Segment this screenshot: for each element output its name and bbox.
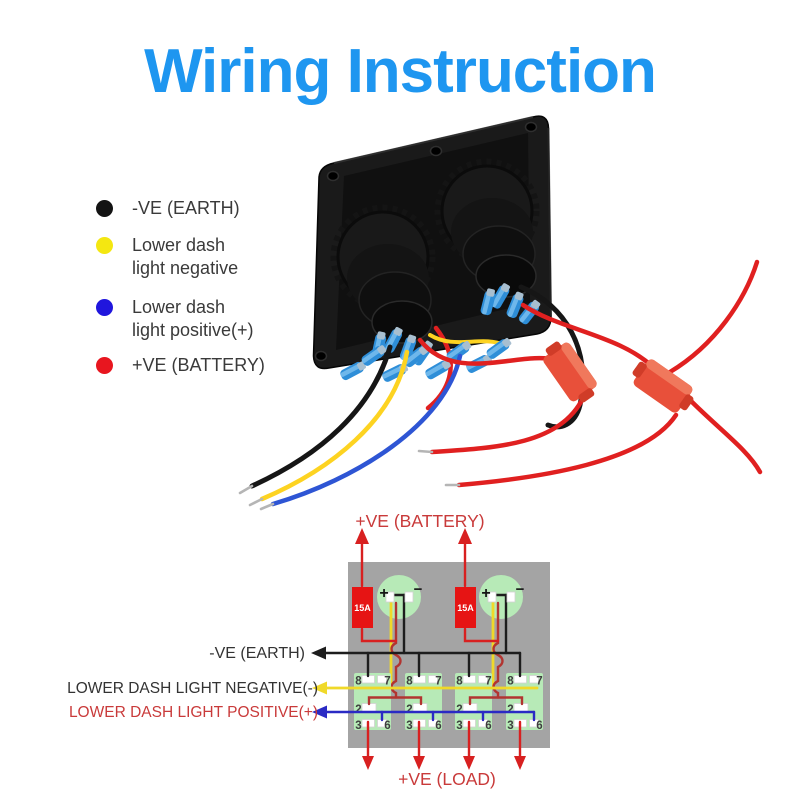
legend-label-line2: light positive(+)	[132, 320, 254, 340]
svg-text:7: 7	[384, 676, 390, 688]
legend-label: -VE (EARTH)	[132, 198, 240, 218]
legend-label: +VE (BATTERY)	[132, 355, 265, 375]
terminal2-jumpers	[367, 696, 524, 706]
svg-text:8: 8	[355, 676, 362, 688]
svg-text:3: 3	[355, 720, 361, 732]
svg-text:3: 3	[507, 720, 513, 732]
red-wire-4	[667, 259, 760, 375]
red-wire-1	[417, 337, 559, 366]
svg-text:6: 6	[435, 720, 441, 732]
red-wire-1b	[429, 395, 586, 455]
svg-text:7: 7	[485, 676, 491, 688]
fuse-1: 15A	[352, 528, 398, 643]
svg-text:2: 2	[507, 704, 513, 716]
dash-positive-bus	[312, 705, 536, 722]
yellow-wire	[259, 349, 410, 502]
socket-minus-label: −	[516, 581, 525, 598]
red-wire-2	[520, 302, 657, 371]
socket-minus-label: −	[414, 581, 423, 598]
switch-block-2: 8 7 2 3 6	[405, 673, 442, 732]
wiring-schematic: + − + − 15A	[67, 511, 550, 789]
schematic-socket-2	[479, 575, 523, 619]
dash-positive-label: LOWER DASH LIGHT POSITIVE(+)	[69, 704, 318, 721]
black-dot-icon	[96, 200, 113, 217]
svg-text:6: 6	[485, 720, 491, 732]
load-arrows	[362, 720, 526, 770]
panel-photo	[238, 115, 763, 511]
black-wire	[249, 344, 393, 489]
legend-item-earth: -VE (EARTH)	[96, 197, 240, 220]
hanging-wires	[249, 259, 763, 507]
fuse-holder-1	[537, 335, 603, 409]
earth-label: -VE (EARTH)	[209, 645, 305, 662]
switch-block-3: 8 7 2 3 6	[455, 673, 492, 732]
wire-tips	[238, 449, 461, 511]
svg-text:7: 7	[536, 676, 542, 688]
svg-text:8: 8	[507, 676, 514, 688]
socket-plus-label: +	[481, 585, 490, 602]
svg-text:6: 6	[536, 720, 542, 732]
legend-item-battery: +VE (BATTERY)	[96, 354, 265, 377]
screw-holes	[314, 121, 538, 362]
schematic-socket-1	[377, 575, 421, 619]
blue-dot-icon	[96, 299, 113, 316]
battery-label: +VE (BATTERY)	[355, 511, 484, 531]
legend-item-dash-negative: Lower dash light negative	[96, 234, 238, 280]
legend-label-line2: light negative	[132, 258, 239, 278]
page-title: Wiring Instruction	[144, 37, 657, 106]
red-wire-3	[687, 397, 763, 475]
legend-label: Lower dash	[132, 297, 226, 317]
socket-barrel-1	[330, 204, 436, 344]
dash-negative-label: LOWER DASH LIGHT NEGATIVE(-)	[67, 680, 318, 697]
fuse-rating-label: 15A	[457, 603, 474, 613]
fuse-2: 15A	[455, 528, 500, 643]
legend-item-dash-positive: Lower dash light positive(+)	[96, 296, 254, 342]
fuse-holder-2	[626, 353, 700, 419]
svg-text:3: 3	[456, 720, 462, 732]
svg-text:3: 3	[406, 720, 412, 732]
svg-text:8: 8	[406, 676, 413, 688]
red-dot-icon	[96, 357, 113, 374]
svg-text:2: 2	[456, 704, 462, 716]
load-label: +VE (LOAD)	[398, 769, 496, 789]
fuse-rating-label: 15A	[354, 603, 371, 613]
earth-bus	[311, 646, 522, 678]
yellow-dot-icon	[96, 237, 113, 254]
blue-wire	[270, 353, 463, 507]
svg-text:6: 6	[384, 720, 390, 732]
legend-label: Lower dash	[132, 235, 226, 255]
svg-text:8: 8	[456, 676, 463, 688]
svg-text:2: 2	[406, 704, 412, 716]
switch-block-1: 8 7 2 3 6	[354, 673, 391, 732]
switch-block-4: 8 7 2 3 6	[506, 673, 543, 732]
socket-plus-label: +	[379, 585, 388, 602]
svg-text:2: 2	[355, 704, 361, 716]
svg-text:7: 7	[435, 676, 441, 688]
dash-negative-bus	[312, 681, 539, 695]
red-wire-2b	[456, 412, 679, 488]
